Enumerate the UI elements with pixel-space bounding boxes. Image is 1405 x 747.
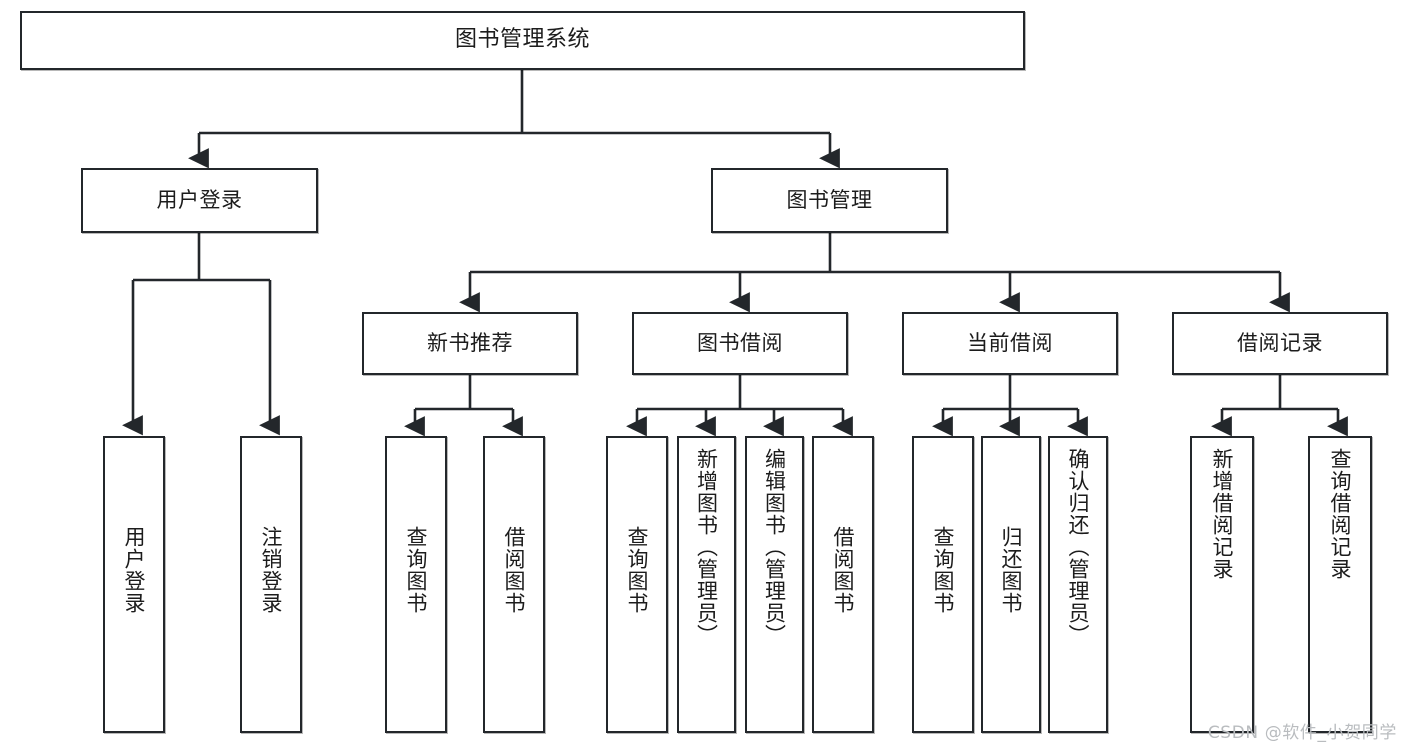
node-label: 新增借阅记录 bbox=[1210, 448, 1235, 580]
node-label: 新书推荐 bbox=[427, 330, 513, 355]
node-label: 借阅图书 bbox=[502, 526, 527, 614]
node-label: 查询图书 bbox=[404, 526, 429, 614]
node-book-borrow[interactable]: 图书借阅 bbox=[632, 312, 848, 375]
node-leaf-borrow-book-recommend[interactable]: 借阅图书 bbox=[483, 436, 545, 733]
node-label: 图书管理系统 bbox=[454, 27, 590, 53]
node-book-management[interactable]: 图书管理 bbox=[711, 168, 948, 233]
node-leaf-add-book-admin[interactable]: 新增图书（管理员） bbox=[677, 436, 736, 733]
node-leaf-query-borrow-record[interactable]: 查询借阅记录 bbox=[1308, 436, 1372, 733]
node-user-login[interactable]: 用户登录 bbox=[81, 168, 318, 233]
node-label: 新增图书（管理员） bbox=[694, 448, 719, 646]
node-label: 归还图书 bbox=[999, 526, 1024, 614]
node-label: 用户登录 bbox=[122, 526, 147, 614]
node-leaf-query-book-recommend[interactable]: 查询图书 bbox=[385, 436, 447, 733]
node-leaf-user-login[interactable]: 用户登录 bbox=[103, 436, 165, 733]
node-root-system[interactable]: 图书管理系统 bbox=[20, 11, 1025, 70]
node-leaf-borrow-book[interactable]: 借阅图书 bbox=[812, 436, 874, 733]
node-label: 注销登录 bbox=[259, 526, 284, 614]
node-label: 当前借阅 bbox=[967, 330, 1053, 355]
node-leaf-add-borrow-record[interactable]: 新增借阅记录 bbox=[1190, 436, 1254, 733]
node-label: 借阅图书 bbox=[831, 526, 856, 614]
node-leaf-return-book[interactable]: 归还图书 bbox=[981, 436, 1041, 733]
node-leaf-logout[interactable]: 注销登录 bbox=[240, 436, 302, 733]
node-label: 查询借阅记录 bbox=[1328, 448, 1353, 580]
node-leaf-confirm-return-admin[interactable]: 确认归还（管理员） bbox=[1048, 436, 1108, 733]
node-label: 编辑图书（管理员） bbox=[762, 448, 787, 646]
node-leaf-edit-book-admin[interactable]: 编辑图书（管理员） bbox=[745, 436, 804, 733]
node-label: 确认归还（管理员） bbox=[1066, 448, 1091, 646]
csdn-watermark: CSDN @软件_小贺同学 bbox=[1207, 723, 1397, 743]
node-label: 图书管理 bbox=[786, 187, 873, 212]
node-current-borrow[interactable]: 当前借阅 bbox=[902, 312, 1118, 375]
node-new-book-recommend[interactable]: 新书推荐 bbox=[362, 312, 578, 375]
node-label: 借阅记录 bbox=[1237, 330, 1323, 355]
node-label: 图书借阅 bbox=[697, 330, 783, 355]
node-label: 查询图书 bbox=[625, 526, 650, 614]
node-borrow-record[interactable]: 借阅记录 bbox=[1172, 312, 1388, 375]
node-leaf-query-book-borrow[interactable]: 查询图书 bbox=[606, 436, 668, 733]
node-leaf-query-book-current[interactable]: 查询图书 bbox=[912, 436, 974, 733]
node-label: 查询图书 bbox=[931, 526, 956, 614]
node-label: 用户登录 bbox=[156, 187, 243, 212]
